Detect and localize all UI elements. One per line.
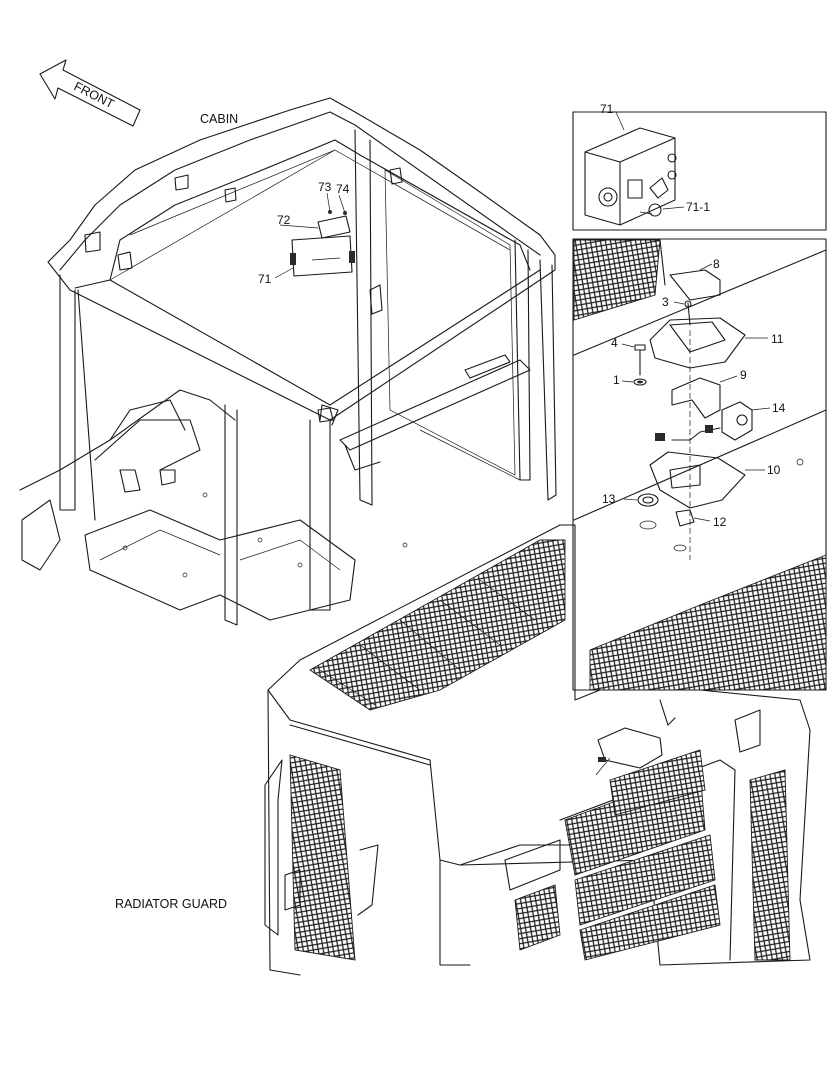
callout-10: 10 <box>767 463 781 477</box>
callout-74: 74 <box>336 182 350 196</box>
callout-1: 1 <box>613 373 620 387</box>
front-arrow-icon: FRONT <box>39 59 141 127</box>
callout-13: 13 <box>602 492 616 506</box>
cabin-frame <box>19 97 557 626</box>
cabin-light-assembly: 73 74 72 71 <box>258 180 355 286</box>
callout-11: 11 <box>771 332 784 346</box>
radiator-guard-label: RADIATOR GUARD <box>115 897 227 911</box>
callout-71-cabin: 71 <box>258 272 272 286</box>
callout-71: 71 <box>600 102 614 116</box>
radiator-guard <box>264 524 811 976</box>
callout-8: 8 <box>713 257 720 271</box>
detail-box-71: 71 71-1 <box>572 102 827 231</box>
detail-box-lamp: 8 3 11 4 1 9 14 <box>572 238 827 691</box>
callout-72: 72 <box>277 213 291 227</box>
cabin-label: CABIN <box>200 112 238 126</box>
callout-71-1: 71-1 <box>686 200 710 214</box>
callout-9: 9 <box>740 368 747 382</box>
callout-73: 73 <box>318 180 332 194</box>
callout-3: 3 <box>662 295 669 309</box>
callout-12: 12 <box>713 515 727 529</box>
callout-14: 14 <box>772 401 786 415</box>
callout-4: 4 <box>611 336 618 350</box>
hood-light-callout <box>595 699 676 776</box>
